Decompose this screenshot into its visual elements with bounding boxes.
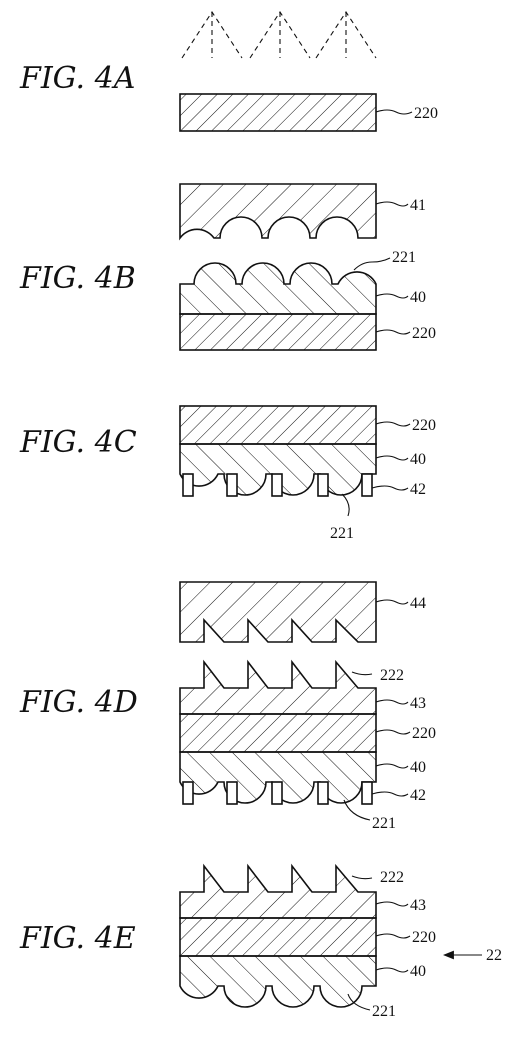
substrate-layer-220: [179, 713, 377, 753]
ref-42: 42: [410, 787, 426, 804]
substrate-layer-220: [179, 917, 377, 957]
figure-4e-label: FIG. 4E: [19, 921, 136, 956]
ref-43: 43: [410, 695, 426, 712]
ref-220: 220: [412, 929, 436, 946]
ref-41: 41: [410, 197, 426, 214]
ref-220: 220: [412, 417, 436, 434]
ref-43: 43: [410, 897, 426, 914]
ref-220: 220: [412, 325, 436, 342]
ref-222: 222: [380, 869, 404, 886]
mold-44: [179, 581, 377, 643]
figure-4c: FIG. 4C 220 40 42 221: [19, 405, 436, 542]
figure-4a: FIG. 4A 220: [19, 10, 438, 132]
ref-220: 220: [412, 725, 436, 742]
ref-221: 221: [372, 1003, 396, 1020]
ref-40: 40: [410, 759, 426, 776]
figure-4a-label: FIG. 4A: [19, 61, 135, 96]
ref-40: 40: [410, 451, 426, 468]
ref-40: 40: [410, 289, 426, 306]
ref-44: 44: [410, 595, 426, 612]
figure-4d-label: FIG. 4D: [19, 685, 138, 720]
ref-221: 221: [392, 249, 416, 266]
resin-layer-40: [179, 955, 377, 1008]
ref-221: 221: [372, 815, 396, 832]
ref-221: 221: [330, 525, 354, 542]
substrate-layer-220: [179, 93, 377, 132]
light-rays: [181, 10, 377, 59]
ref-222: 222: [380, 667, 404, 684]
ref-40: 40: [410, 963, 426, 980]
ref-220: 220: [414, 105, 438, 122]
figure-4d: FIG. 4D 44 222 43 220 40 42 221: [19, 581, 436, 832]
substrate-layer-220: [179, 405, 377, 445]
substrate-layer-220: [179, 313, 377, 351]
spacer-posts-42: [182, 473, 373, 497]
prism-layer-43: [179, 659, 377, 715]
ref-22: 22: [486, 947, 502, 964]
figure-4c-label: FIG. 4C: [19, 425, 137, 460]
figure-4e: FIG. 4E 222 43 220 40 22 221: [19, 863, 502, 1020]
mold-41: [179, 183, 377, 241]
ref-42: 42: [410, 481, 426, 498]
prism-layer-43: [179, 863, 377, 919]
figure-4b-label: FIG. 4B: [19, 261, 136, 296]
spacer-posts-42: [182, 781, 373, 805]
resin-layer-40: [179, 262, 377, 315]
figure-4b: FIG. 4B 41 221 40 220: [19, 183, 436, 351]
